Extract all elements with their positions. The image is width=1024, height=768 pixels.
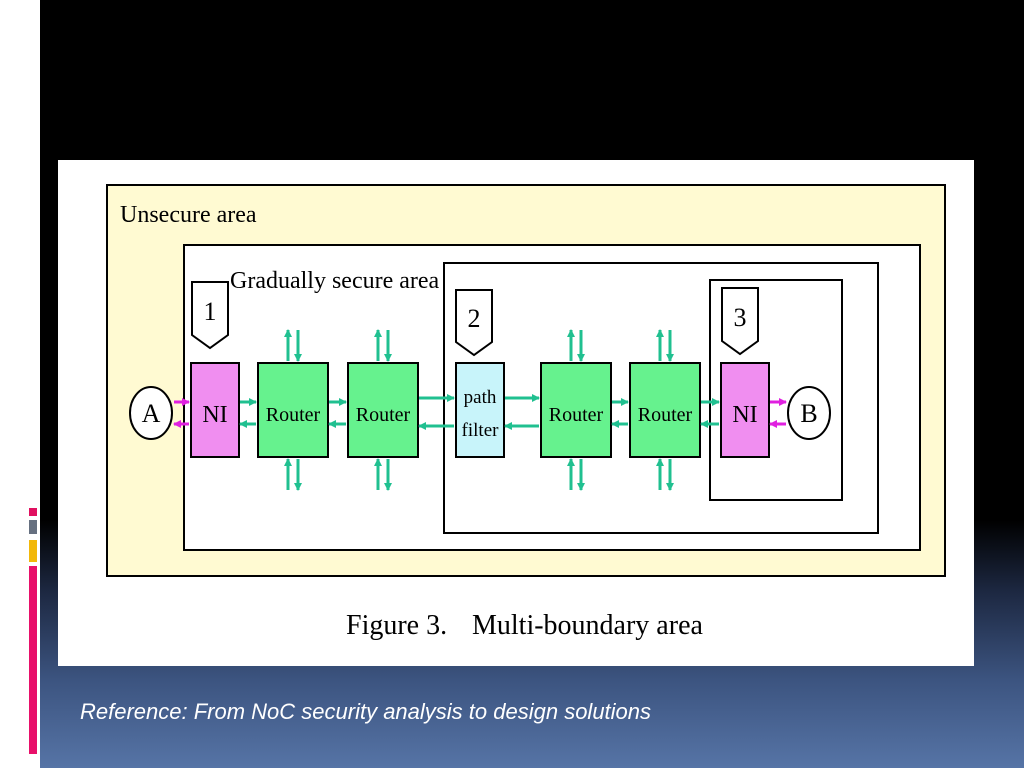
accent-bar-magenta: [29, 566, 37, 754]
reference-text: Reference: From NoC security analysis to…: [80, 699, 652, 724]
svg-text:B: B: [800, 399, 817, 428]
ni-node-left: NI: [190, 362, 240, 458]
svg-text:NI: NI: [732, 402, 757, 428]
accent-bar-red: [29, 508, 37, 516]
figure-panel: Unsecure area Gradually secure area 1 2 …: [58, 160, 974, 666]
gradual-secure-area-label: Gradually secure area: [230, 268, 440, 294]
svg-text:filter: filter: [462, 420, 500, 441]
accent-bar-gray: [29, 520, 37, 534]
svg-text:Router: Router: [638, 404, 693, 426]
router-node-2: Router: [347, 362, 419, 458]
unsecure-area-label: Unsecure area: [120, 202, 257, 228]
zone-marker-1: 1: [191, 281, 229, 350]
svg-text:path: path: [464, 387, 497, 408]
svg-text:2: 2: [468, 304, 481, 333]
figure-caption-title: Multi-boundary area: [472, 610, 703, 641]
figure-caption-label: Figure 3.: [346, 610, 447, 641]
router-node-1: Router: [257, 362, 329, 458]
router-node-4: Router: [629, 362, 701, 458]
svg-text:A: A: [142, 399, 161, 428]
zone-marker-3: 3: [721, 287, 759, 356]
accent-bar-yellow: [29, 540, 37, 562]
path-filter-node: path filter: [455, 362, 505, 458]
ni-node-right: NI: [720, 362, 770, 458]
svg-text:3: 3: [734, 303, 747, 332]
endpoint-b: B: [787, 386, 831, 440]
router-node-3: Router: [540, 362, 612, 458]
zone-marker-2: 2: [455, 289, 493, 357]
svg-text:Router: Router: [266, 404, 321, 426]
svg-text:Router: Router: [549, 404, 604, 426]
slide-bars-icon: [22, 32, 39, 116]
endpoint-a: A: [129, 386, 173, 440]
svg-text:1: 1: [204, 297, 217, 326]
zone-3-box: [709, 279, 843, 501]
multi-boundary-diagram: Unsecure area Gradually secure area 1 2 …: [106, 184, 946, 641]
link-arrows: [173, 394, 787, 430]
svg-text:Router: Router: [356, 404, 411, 426]
svg-text:NI: NI: [202, 402, 227, 428]
router-port-arrows: [284, 329, 674, 491]
